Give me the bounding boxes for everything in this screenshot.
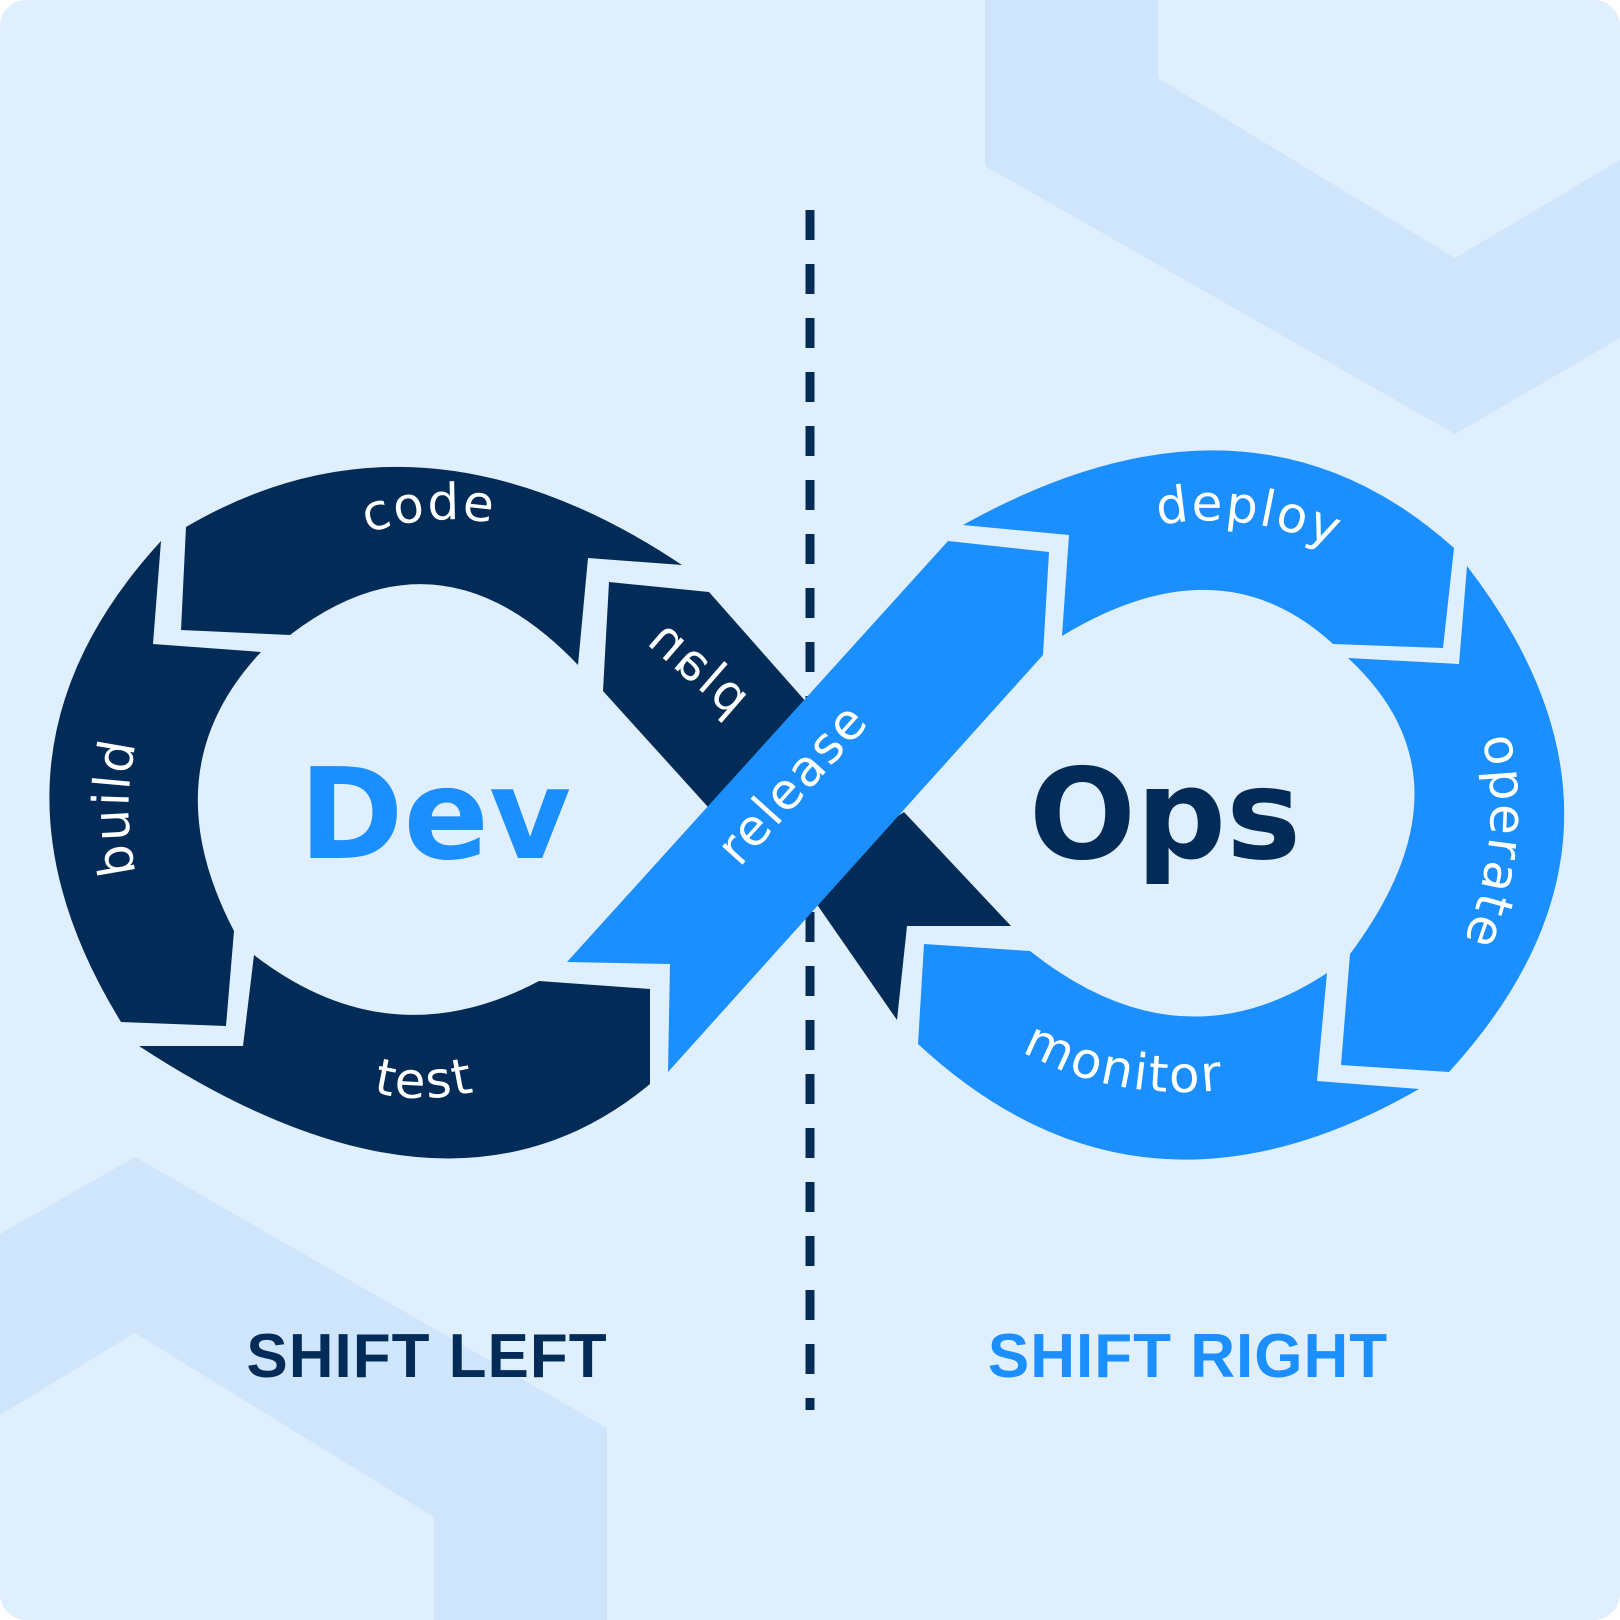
ops-title: Ops	[1029, 741, 1301, 888]
dev-loop	[49, 466, 1011, 1159]
segment-deploy	[963, 450, 1454, 648]
segment-release	[567, 541, 1049, 1072]
segment-test	[139, 955, 650, 1159]
dev-title: Dev	[299, 741, 571, 888]
shift-right-label: SHIFT RIGHT	[988, 1322, 1388, 1391]
segment-plan	[603, 582, 808, 807]
background-hexagon-bottom-left	[0, 1157, 607, 1620]
segment-code	[181, 466, 682, 665]
stage-label-test: test	[371, 1046, 479, 1110]
segment-monitor	[918, 944, 1419, 1160]
shift-left-label: SHIFT LEFT	[246, 1322, 607, 1391]
segment-build	[49, 541, 262, 1026]
ops-loop	[567, 450, 1565, 1160]
background-hexagon-top-right	[985, 0, 1620, 434]
segment-operate	[1341, 566, 1565, 1072]
